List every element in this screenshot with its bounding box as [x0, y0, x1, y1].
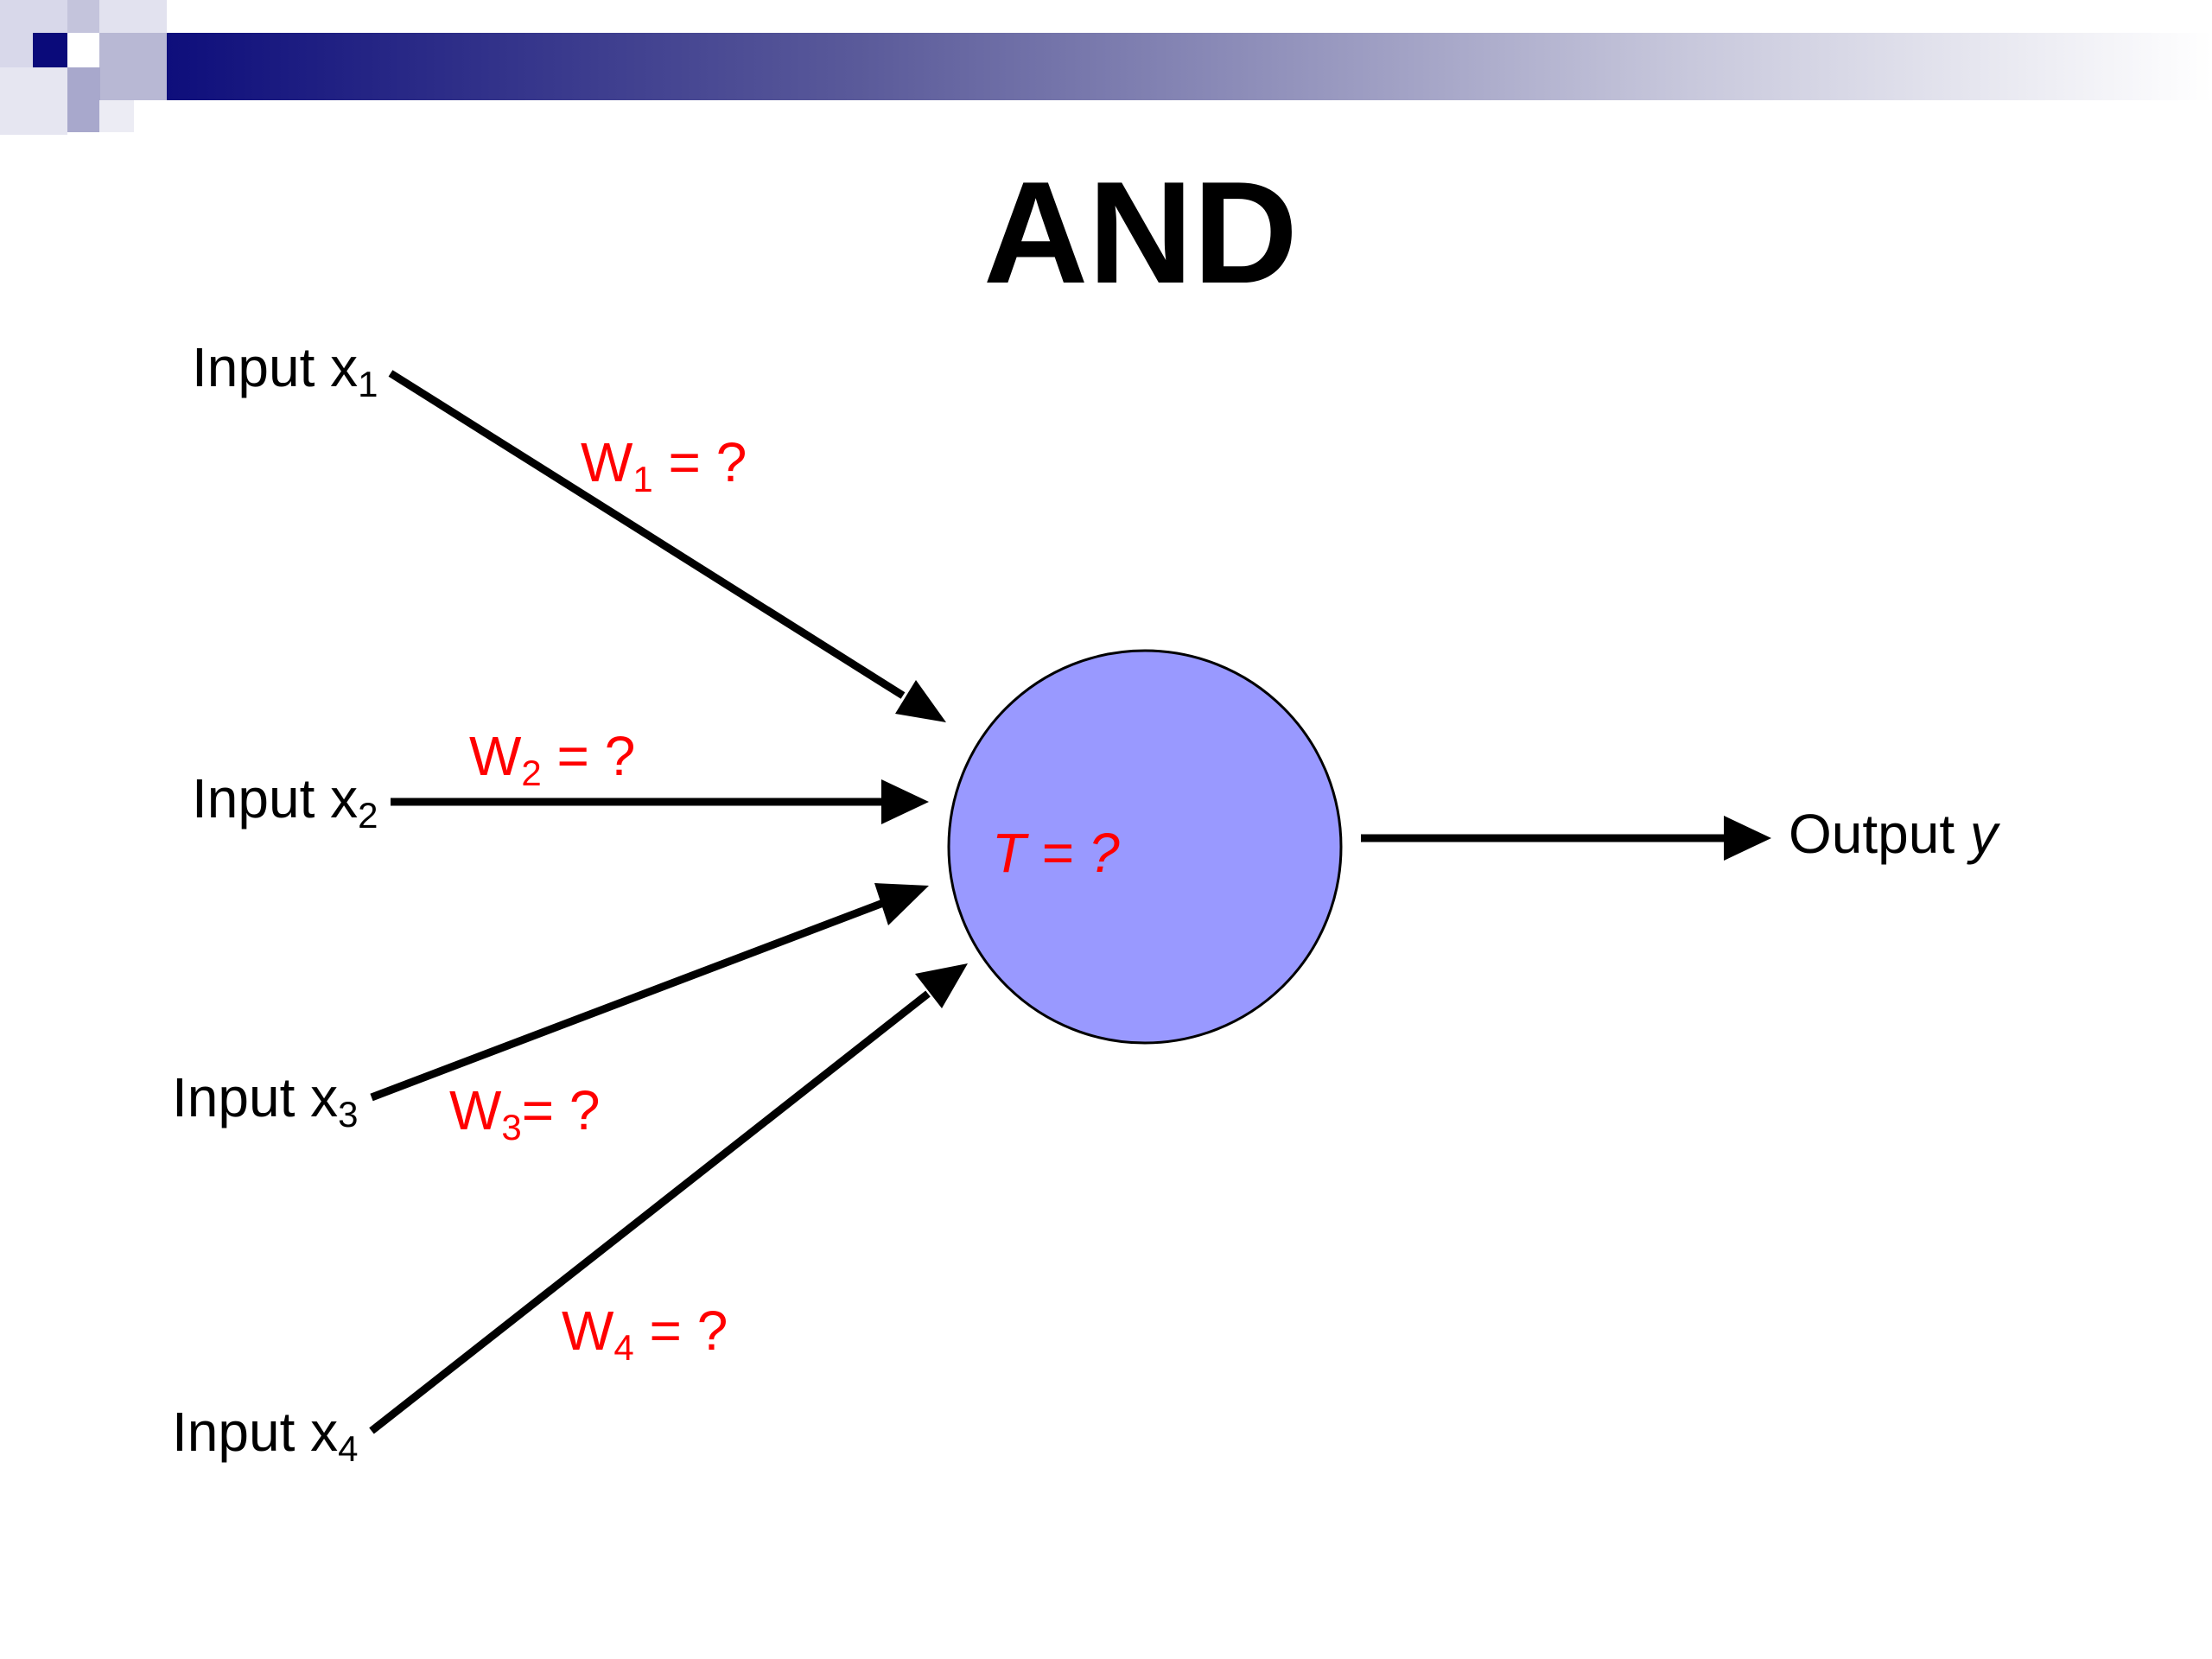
weight-label-w1: W1 = ?: [581, 435, 747, 497]
weight-label-w3: W3= ?: [449, 1083, 601, 1145]
weight-value: = ?: [521, 1079, 601, 1141]
slide-title: AND: [983, 151, 1298, 314]
input-label-x4: Input x4: [172, 1404, 358, 1466]
input-label-text: Input x: [192, 336, 359, 398]
input-x2-arrow: [391, 779, 929, 824]
input-label-text: Input x: [172, 1401, 339, 1463]
weight-subscript: 2: [521, 752, 542, 793]
header-square: [99, 100, 134, 132]
weight-symbol: W: [449, 1079, 502, 1141]
weight-subscript: 1: [632, 458, 653, 499]
weight-symbol: W: [581, 431, 633, 493]
slide-header-bar: [0, 0, 2212, 135]
input-label-subscript: 1: [358, 363, 378, 404]
input-label-subscript: 4: [338, 1427, 359, 1469]
weight-symbol: W: [562, 1300, 614, 1362]
threshold-label: T = ?: [992, 822, 1120, 884]
input-label-x1: Input x1: [192, 340, 378, 402]
weight-value: = ?: [652, 431, 747, 493]
header-square: [99, 33, 167, 100]
header-square: [33, 33, 67, 67]
input-label-text: Input x: [192, 767, 359, 830]
input-label-subscript: 2: [358, 794, 378, 836]
input-label-x3: Input x3: [172, 1070, 358, 1132]
output-label: Output y: [1789, 806, 1998, 861]
weight-subscript: 4: [613, 1326, 634, 1368]
weight-subscript: 3: [501, 1106, 522, 1147]
weight-value: = ?: [541, 725, 636, 787]
neuron-circle: [947, 649, 1343, 1045]
input-x1-arrow: [388, 370, 946, 722]
input-label-text: Input x: [172, 1066, 339, 1128]
header-square: [99, 0, 167, 33]
weight-label-w4: W4 = ?: [562, 1303, 728, 1365]
output-label-text: Output: [1789, 803, 1970, 865]
input-x3-arrow: [370, 883, 929, 1102]
output-variable: y: [1969, 803, 1998, 865]
weight-value: = ?: [633, 1300, 728, 1362]
input-label-x2: Input x2: [192, 771, 378, 833]
output-arrow: [1361, 816, 1771, 861]
header-square: [67, 67, 100, 132]
header-gradient-band: [130, 33, 2212, 100]
input-label-subscript: 3: [338, 1093, 359, 1135]
weight-symbol: W: [469, 725, 522, 787]
header-square: [0, 67, 67, 135]
weight-label-w2: W2 = ?: [469, 725, 636, 791]
input-x4-arrow: [369, 963, 968, 1434]
